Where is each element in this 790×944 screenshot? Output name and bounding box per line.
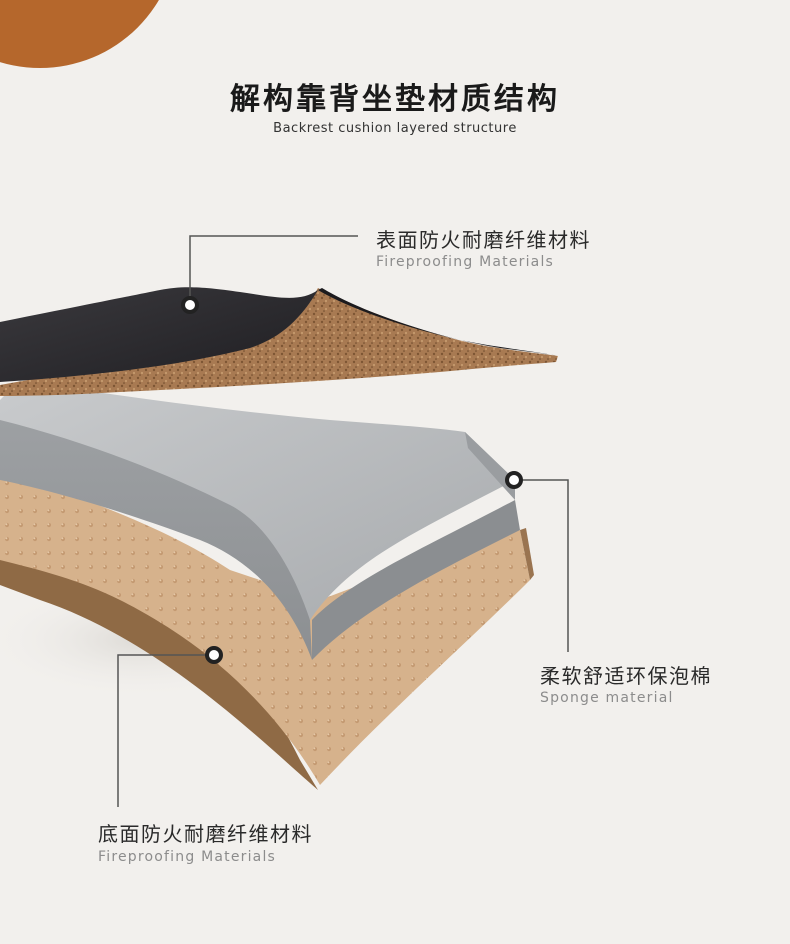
callout-line-top	[189, 235, 358, 305]
callout-line-bottom	[117, 654, 214, 807]
cork-layer	[0, 288, 558, 396]
layer-top-name-en: Fireproofing Materials	[376, 254, 555, 270]
callout-dots	[181, 296, 523, 664]
page-title: 解构靠背坐垫材质结构	[230, 82, 560, 117]
layer-top-name-cn: 表面防火耐磨纤维材料	[376, 228, 591, 252]
foam-layer	[0, 380, 520, 660]
callout-dot-bottom	[205, 646, 223, 664]
corner-accent-shape	[0, 0, 159, 68]
callout-line-middle	[514, 479, 569, 652]
layer-middle-name-en: Sponge material	[540, 690, 674, 706]
callout-lines	[117, 235, 569, 807]
layer-middle-name-cn: 柔软舒适环保泡棉	[540, 664, 712, 688]
top-fabric-layer	[0, 287, 558, 382]
callout-dot-middle	[505, 471, 523, 489]
callout-dot-top	[181, 296, 199, 314]
page-subtitle: Backrest cushion layered structure	[273, 121, 517, 136]
layer-bottom-name-en: Fireproofing Materials	[98, 849, 277, 865]
layer-bottom-name-cn: 底面防火耐磨纤维材料	[98, 822, 313, 846]
